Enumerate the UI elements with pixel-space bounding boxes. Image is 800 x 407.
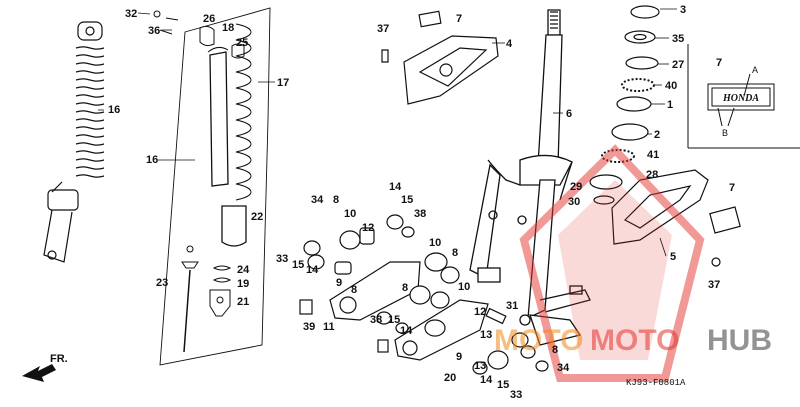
- callout: 15: [401, 194, 413, 206]
- callout: 31: [506, 300, 518, 312]
- callout: 33: [276, 253, 288, 265]
- callout: 13: [474, 360, 486, 372]
- callout: 41: [647, 149, 659, 161]
- callout: 23: [156, 277, 168, 289]
- front-label: FR.: [50, 353, 68, 365]
- callout: 9: [336, 277, 342, 289]
- honda-label-box: [687, 44, 800, 149]
- callout: 8: [402, 282, 408, 294]
- callout: 15: [497, 379, 509, 391]
- callout: 19: [237, 278, 249, 290]
- rear-shock-assembly: [43, 21, 105, 263]
- callout: 25: [236, 37, 248, 49]
- callout: 36: [148, 25, 160, 37]
- callout: 14: [389, 181, 402, 193]
- watermark-logo: MOTO MOTO HUB: [494, 144, 772, 382]
- side-cover: [611, 169, 741, 267]
- callout: 14: [400, 325, 413, 337]
- honda-label-letter-a: A: [752, 65, 758, 75]
- callout: 8: [351, 284, 357, 296]
- callout: 15: [292, 259, 304, 271]
- callout-labels: 32 36 26 18 25 17 16 16 24 19 21 22 23 7…: [108, 4, 759, 401]
- callout: 27: [672, 59, 684, 71]
- callout: 13: [480, 329, 492, 341]
- callout: 38: [370, 314, 382, 326]
- callout: 3: [680, 4, 686, 16]
- callout: 18: [222, 22, 234, 34]
- callout: 24: [237, 264, 250, 276]
- callout: 40: [665, 80, 677, 92]
- callout: 17: [277, 77, 289, 89]
- svg-text:MOTO: MOTO: [590, 324, 679, 357]
- callout: 10: [458, 281, 470, 293]
- callout: 8: [333, 194, 339, 206]
- callout: 34: [311, 194, 324, 206]
- callout: 8: [452, 247, 458, 259]
- callout: 15: [388, 314, 400, 326]
- callout: 30: [568, 196, 580, 208]
- callout: 37: [708, 279, 720, 291]
- callout: 5: [670, 251, 676, 263]
- callout: 21: [237, 296, 249, 308]
- callout: 29: [570, 181, 582, 193]
- callout: 4: [506, 38, 513, 50]
- svg-text:MOTO: MOTO: [494, 324, 583, 357]
- callout: 6: [566, 108, 572, 120]
- callout: 2: [654, 129, 660, 141]
- callout: 12: [474, 306, 486, 318]
- callout: 22: [251, 211, 263, 223]
- front-fork-leg-assembly: [153, 7, 271, 366]
- linkage-assembly: [299, 214, 549, 375]
- callout: 1: [667, 99, 673, 111]
- callout: 20: [444, 372, 456, 384]
- honda-label-callout: 7: [716, 57, 722, 69]
- callout: 7: [729, 182, 735, 194]
- callout: 16: [108, 104, 120, 116]
- callout: 14: [480, 374, 493, 386]
- callout: 34: [557, 362, 570, 374]
- callout: 11: [323, 321, 335, 333]
- callout: 37: [377, 23, 389, 35]
- callout: 35: [672, 33, 684, 45]
- callout: 10: [429, 237, 441, 249]
- callout: 12: [362, 222, 374, 234]
- callout: 38: [414, 208, 426, 220]
- svg-text:HUB: HUB: [707, 324, 772, 357]
- callout: 8: [552, 344, 558, 356]
- callout: 26: [203, 13, 215, 25]
- callout: 39: [303, 321, 315, 333]
- callout: 14: [306, 264, 319, 276]
- honda-label-text: HONDA: [722, 93, 759, 104]
- callout: 10: [344, 208, 356, 220]
- leader-lines: [98, 8, 677, 257]
- callout: 7: [456, 13, 462, 25]
- front-arrow: FR.: [22, 353, 68, 382]
- stem-cover: [381, 10, 499, 105]
- callout: 28: [646, 169, 658, 181]
- diagram-code: KJ93-F0801A: [626, 378, 686, 388]
- honda-label-letter-b: B: [722, 128, 728, 138]
- callout: 9: [456, 351, 462, 363]
- callout: 32: [125, 8, 137, 20]
- callout: 16: [146, 154, 158, 166]
- bearing-stack: [589, 5, 660, 205]
- callout: 33: [510, 389, 522, 401]
